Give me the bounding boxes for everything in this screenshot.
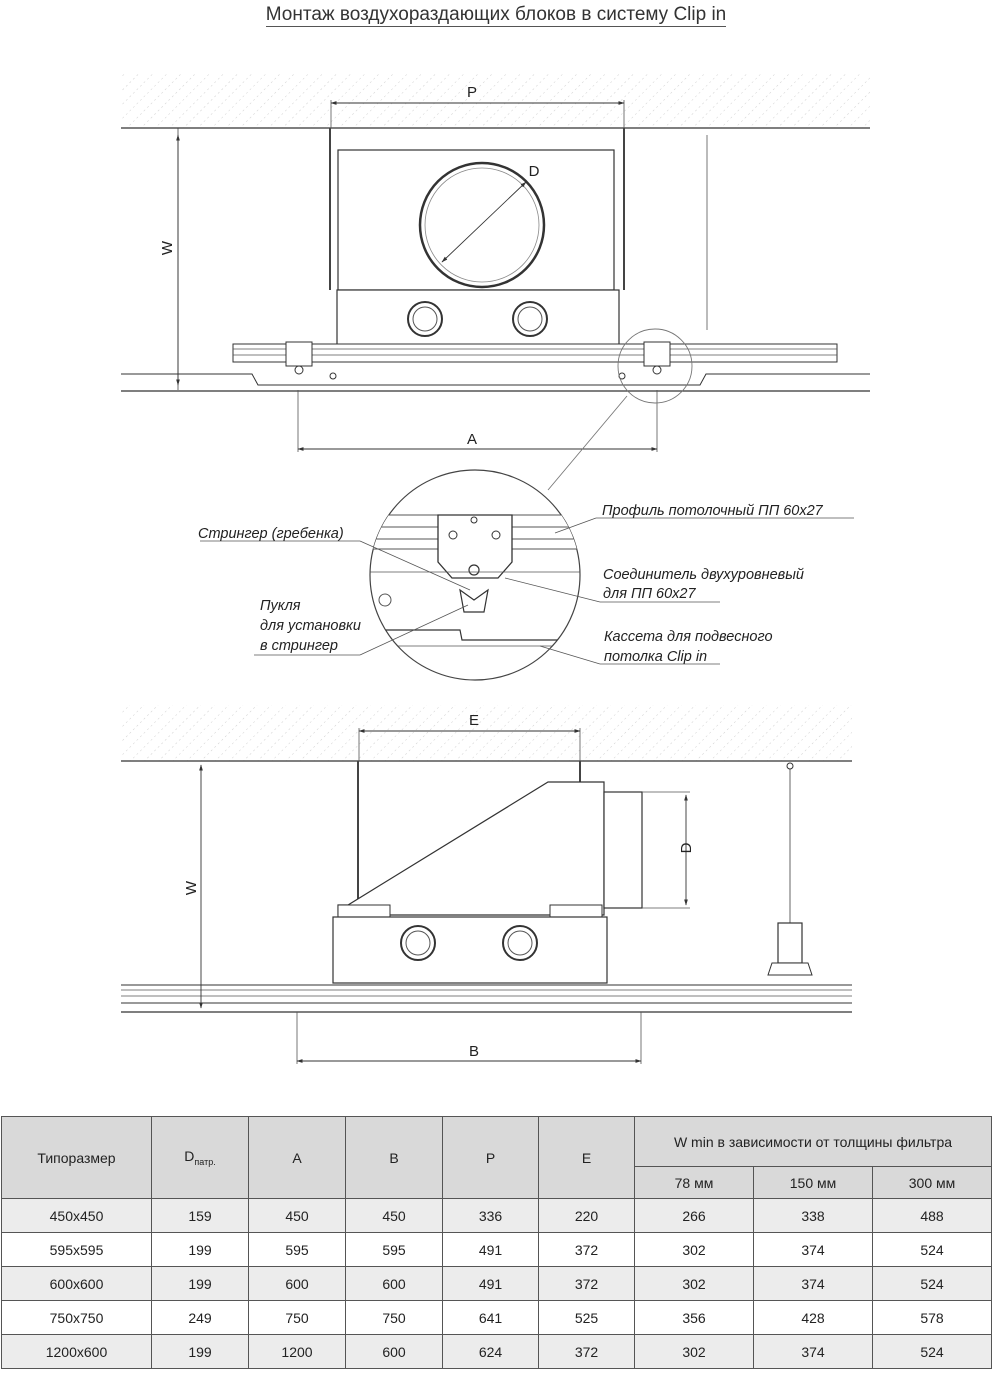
table-cell: 199 (151, 1334, 249, 1369)
table-cell: 624 (442, 1334, 539, 1369)
table-cell: 336 (442, 1198, 539, 1233)
table-cell: 491 (442, 1266, 539, 1301)
table-cell: 525 (538, 1300, 635, 1335)
table-cell: 220 (538, 1198, 635, 1233)
page-title: Монтаж воздухораздающих блоков в систему… (265, 4, 727, 27)
table-cell: 1200x600 (1, 1334, 152, 1369)
dim-label-a: A (467, 431, 477, 448)
callout-hook-3: в стрингер (260, 638, 338, 654)
duct-collar-side (603, 791, 643, 909)
table-cell: 338 (753, 1198, 873, 1233)
table-cell: 750 (345, 1300, 443, 1335)
dim-label-w-top: W (159, 240, 176, 255)
front-view: P D W (121, 73, 870, 491)
dim-label-p: P (467, 84, 477, 101)
table-cell: 428 (753, 1300, 873, 1335)
dim-label-b: B (469, 1043, 479, 1060)
header-d: Dпатр. (151, 1116, 249, 1199)
table-cell: 524 (872, 1266, 992, 1301)
header-p: P (442, 1116, 539, 1199)
detail-marker (617, 328, 693, 404)
table-cell: 595 (248, 1232, 346, 1267)
table-cell: 600 (248, 1266, 346, 1301)
callout-cassette-2: потолка Clip in (604, 649, 707, 665)
table-cell: 750x750 (1, 1300, 152, 1335)
table-cell: 450x450 (1, 1198, 152, 1233)
diffuser-body-side (332, 916, 608, 984)
callout-stringer: Стрингер (гребенка) (198, 526, 344, 542)
callout-connector-2: для ПП 60x27 (603, 586, 696, 602)
table-cell: 491 (442, 1232, 539, 1267)
table-cell: 750 (248, 1300, 346, 1335)
header-size: Типоразмер (1, 1116, 152, 1199)
duct-collar (418, 161, 546, 289)
table-cell: 524 (872, 1232, 992, 1267)
table-cell: 372 (538, 1266, 635, 1301)
table-cell: 266 (634, 1198, 754, 1233)
table-cell: 1200 (248, 1334, 346, 1369)
callout-hook-1: Пукля (260, 598, 301, 614)
header-wmin: W min в зависимости от толщины фильтра (634, 1116, 992, 1167)
callout-hook-2: для установки (260, 618, 361, 634)
header-filter-78: 78 мм (634, 1166, 754, 1199)
table-cell: 199 (151, 1266, 249, 1301)
header-a: A (248, 1116, 346, 1199)
diffuser-body (336, 289, 620, 351)
dim-label-d-side: D (678, 842, 695, 853)
ceiling-slab (121, 73, 870, 128)
plenum-side (337, 781, 605, 916)
table-cell: 600 (345, 1334, 443, 1369)
ceiling-profile (232, 343, 838, 363)
installation-drawing: P D W (121, 73, 870, 1064)
table-cell: 199 (151, 1232, 249, 1267)
callout-cassette-1: Кассета для подвесного (604, 629, 773, 645)
table-cell: 450 (248, 1198, 346, 1233)
table-cell: 374 (753, 1266, 873, 1301)
table-cell: 450 (345, 1198, 443, 1233)
table-cell: 372 (538, 1232, 635, 1267)
spec-table: Типоразмер Dпатр. A B P E W min в зависи… (1, 1116, 992, 1369)
dim-label-w-side: W (183, 880, 200, 895)
table-cell: 641 (442, 1300, 539, 1335)
table-cell: 600 (345, 1266, 443, 1301)
table-cell: 302 (634, 1334, 754, 1369)
table-cell: 302 (634, 1266, 754, 1301)
table-cell: 249 (151, 1300, 249, 1335)
table-cell: 578 (872, 1300, 992, 1335)
header-filter-300: 300 мм (872, 1166, 992, 1199)
table-cell: 488 (872, 1198, 992, 1233)
callout-profile: Профиль потолочный ПП 60x27 (602, 503, 824, 519)
header-e: E (538, 1116, 635, 1199)
table-cell: 374 (753, 1334, 873, 1369)
callout-connector-1: Соединитель двухуровневый (603, 567, 804, 583)
header-b: B (345, 1116, 443, 1199)
table-cell: 595 (345, 1232, 443, 1267)
detail-zoom: Профиль потолочный ПП 60x27 Стрингер (гр… (198, 469, 854, 681)
table-cell: 524 (872, 1334, 992, 1369)
table-cell: 600x600 (1, 1266, 152, 1301)
table-cell: 595x595 (1, 1232, 152, 1267)
header-filter-150: 150 мм (753, 1166, 873, 1199)
dim-label-d-top: D (529, 163, 540, 180)
table-cell: 372 (538, 1334, 635, 1369)
side-view: E D W (121, 705, 852, 1064)
table-cell: 159 (151, 1198, 249, 1233)
table-cell: 374 (753, 1232, 873, 1267)
ceiling-slab-side (121, 705, 852, 761)
table-cell: 302 (634, 1232, 754, 1267)
dim-label-e: E (469, 712, 479, 729)
table-cell: 356 (634, 1300, 754, 1335)
